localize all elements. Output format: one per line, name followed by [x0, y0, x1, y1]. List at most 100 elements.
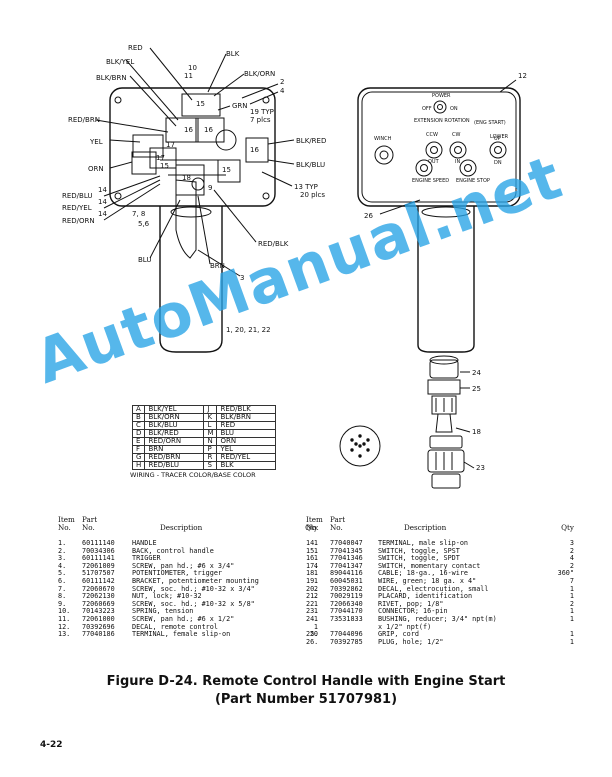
panel-label: (ENG START)	[474, 120, 506, 126]
callout: 10	[188, 64, 197, 72]
part-description: x 1/2" npt(f)	[378, 622, 432, 631]
part-description: SCREW, soc. hd.; #10-32 x 5/8"	[132, 599, 255, 608]
parts-row: x 1/2" npt(f)	[306, 622, 574, 632]
part-qty: 1	[313, 546, 318, 555]
part-description: SCREW, soc. hd.; #10-32 x 3/4"	[132, 584, 255, 593]
callout: 18	[182, 174, 191, 182]
item-number: 19.	[306, 576, 319, 585]
col-part-no-header: No.	[330, 523, 343, 532]
panel-label: ENGINE SPEED	[412, 178, 449, 184]
part-number: 60111141	[82, 554, 115, 563]
figure-part-number: (Part Number 51707981)	[214, 692, 398, 707]
panel-label: ENGINE STOP	[456, 178, 490, 184]
callout: BRN	[210, 262, 225, 270]
item-number: 4.	[58, 561, 67, 570]
item-number: 24.	[306, 614, 319, 623]
panel-label: LOWER	[490, 134, 509, 140]
callout: 26	[364, 212, 373, 220]
callout: 24	[472, 369, 481, 377]
callout: 13 TYP	[294, 183, 318, 191]
part-description: PLUG, hole; 1/2"	[378, 637, 444, 646]
part-number: 72061009	[82, 561, 115, 570]
part-description: CABLE; 18-ga., 16-wire	[378, 569, 469, 578]
part-number: 77041345	[330, 546, 363, 555]
item-number: 2.	[58, 546, 67, 555]
part-description: SWITCH, toggle, SPDT	[378, 554, 460, 563]
part-number: 77040047	[330, 539, 363, 547]
item-number: 7.	[58, 584, 67, 593]
item-number: 23.	[306, 607, 319, 616]
callout: 16	[184, 126, 193, 134]
callout: BLK	[226, 50, 240, 58]
callout: 3	[240, 274, 244, 282]
part-number: 77044170	[330, 607, 363, 616]
panel-label: ON	[450, 106, 458, 112]
callout: 20 plcs	[300, 191, 325, 199]
callout: 1, 20, 21, 22	[226, 326, 271, 334]
part-qty: 1	[569, 584, 574, 593]
exploded-diagram: RED BLK/YEL BLK/BRN RED/BRN YEL ORN RED/…	[62, 44, 527, 489]
item-number: 10.	[58, 607, 71, 616]
col-qty-header: Qty	[561, 523, 574, 532]
panel-label: UP	[494, 136, 501, 142]
part-description: SWITCH, toggle, SPST	[378, 546, 460, 555]
panel-label: DN	[494, 160, 502, 166]
callout: 9	[208, 184, 212, 192]
item-number: 12.	[58, 622, 71, 631]
callout: 7 plcs	[250, 116, 271, 124]
part-description: BRACKET, potentiometer mounting	[132, 576, 259, 585]
col-item-no-header: No.	[306, 523, 319, 532]
part-description: TRIGGER	[132, 554, 161, 563]
part-description: DECAL, remote control	[132, 622, 218, 631]
callout: BLK/ORN	[244, 70, 275, 78]
figure-title: Figure D-24. Remote Control Handle with …	[106, 674, 506, 689]
part-number: 72062130	[82, 592, 115, 601]
item-number: 17.	[306, 561, 319, 570]
part-description: SCREW, pan hd.; #6 x 1/2"	[132, 614, 235, 623]
callout: 16	[250, 146, 259, 154]
part-number: 77041346	[330, 554, 363, 563]
panel-label: EXTENSION ROTATION	[414, 118, 470, 124]
part-number: 72066340	[330, 599, 363, 608]
part-description: GRIP, cord	[378, 630, 419, 639]
part-qty: 20	[309, 630, 318, 639]
callout: BLK/BLU	[296, 161, 325, 169]
part-description: BUSHING, reducer; 3/4" npt(m)	[378, 614, 497, 623]
part-number: 89044116	[330, 569, 363, 578]
panel-label: OFF	[422, 106, 432, 112]
part-number: 70034306	[82, 546, 115, 555]
part-description: RIVET, pop; 1/8"	[378, 599, 444, 608]
col-desc-header: Description	[160, 523, 203, 532]
part-qty: 1	[313, 622, 318, 631]
part-description: DECAL, electrocution, small	[378, 584, 489, 593]
panel-label: CW	[452, 132, 460, 138]
panel-label: POWER	[432, 93, 451, 99]
panel-label: OUT	[428, 159, 440, 165]
item-number: 1.	[58, 539, 67, 547]
callout: 15	[196, 100, 205, 108]
col-item-no-header: No.	[58, 523, 71, 532]
part-qty: 2	[313, 592, 318, 601]
callout: 19 TYP	[250, 108, 274, 116]
callout: BLK/YEL	[106, 58, 134, 66]
item-number: 13.	[58, 630, 71, 639]
part-number: 60111140	[82, 539, 115, 547]
item-number: 21.	[306, 592, 319, 601]
wire-pin-letter: H	[131, 461, 146, 470]
